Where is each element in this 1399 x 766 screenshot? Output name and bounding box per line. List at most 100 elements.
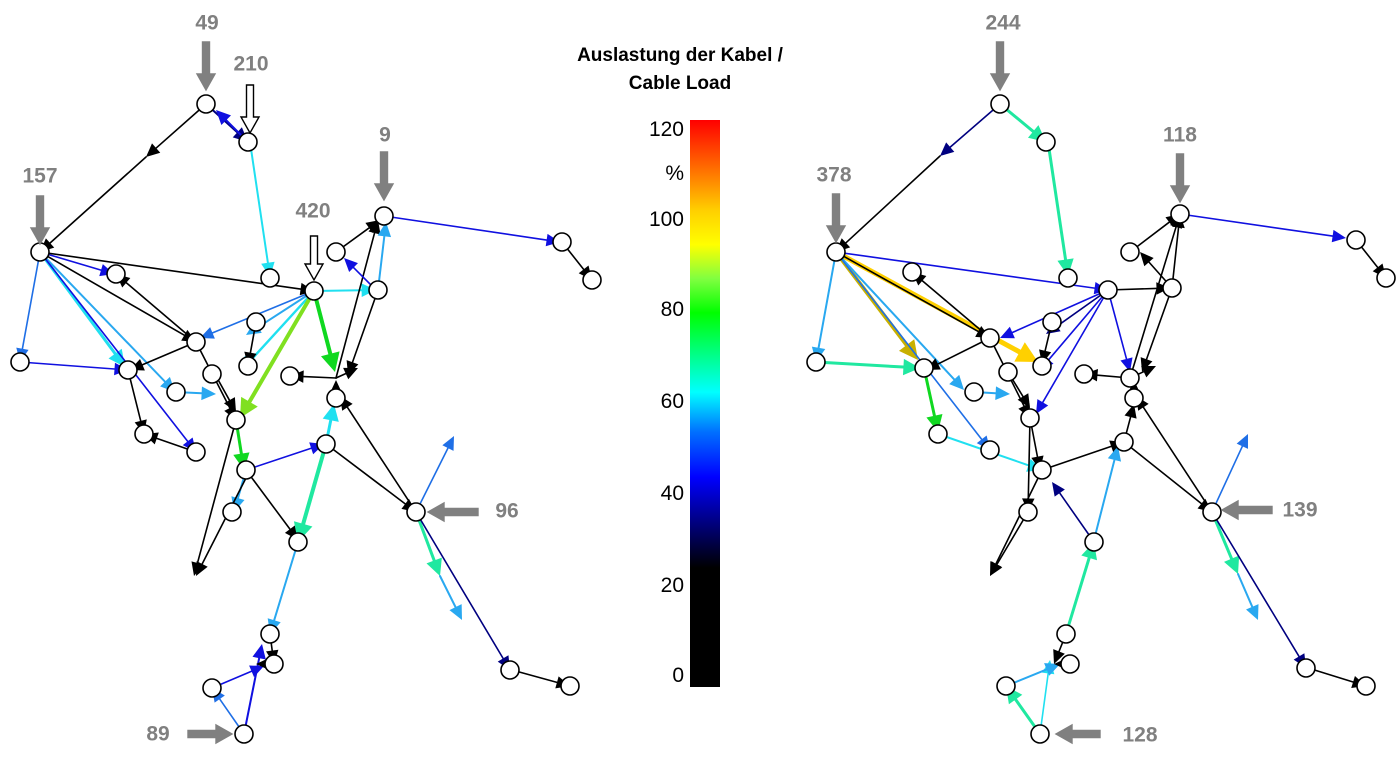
cable-right-21	[1041, 289, 1109, 404]
cable-left-24	[312, 289, 333, 356]
cable-left-47	[346, 406, 417, 513]
cable-left-8	[39, 251, 302, 290]
node-right-28	[1202, 502, 1222, 522]
node-right-32	[1060, 654, 1080, 674]
node-right-19	[1084, 532, 1104, 552]
node-left-3	[10, 352, 30, 372]
cable-arrowhead-left-48	[442, 436, 454, 451]
node-right-8	[928, 424, 948, 444]
cable-right-28	[1041, 445, 1113, 471]
cable-arrowhead-left-19	[200, 327, 215, 339]
node-right-12	[1162, 278, 1182, 298]
feed-value-left-6: 89	[146, 723, 169, 746]
node-left-11	[304, 281, 324, 301]
cable-arrowhead-right-18	[1000, 326, 1015, 339]
node-left-28	[500, 660, 520, 680]
feed-value-left-0: 49	[195, 12, 218, 35]
node-left-1	[238, 132, 258, 152]
cable-arrowhead-left-32	[196, 561, 208, 576]
feed-value-left-1: 210	[233, 53, 268, 76]
cable-arrowhead-left-23	[240, 396, 258, 418]
node-left-2	[30, 242, 50, 262]
cable-left-50	[439, 575, 457, 609]
cable-left-51	[415, 511, 504, 660]
node-right-27	[1376, 268, 1396, 288]
node-right-34	[1030, 724, 1050, 744]
cable-arrowhead-left-3	[216, 110, 231, 125]
node-left-19	[288, 532, 308, 552]
node-left-8	[134, 424, 154, 444]
cable-right-33	[1064, 556, 1091, 636]
node-right-15	[998, 362, 1018, 382]
cable-right-49	[1237, 573, 1254, 608]
edges-right	[811, 102, 1386, 736]
node-right-7	[964, 382, 984, 402]
cable-arrowhead-right-0	[940, 142, 955, 156]
node-left-9	[186, 442, 206, 462]
cable-arrowhead-left-40	[346, 360, 359, 375]
cable-left-21	[249, 289, 316, 362]
node-left-5	[118, 360, 138, 380]
node-left-21	[326, 388, 346, 408]
cable-left-10	[39, 251, 167, 383]
node-right-5	[914, 358, 934, 378]
cable-arrowhead-right-55	[1053, 649, 1065, 664]
feed-arrow-left-5	[426, 501, 479, 523]
cable-left-5	[21, 251, 41, 350]
node-right-25	[1170, 204, 1190, 224]
feed-arrow-right-2	[1169, 153, 1191, 204]
cable-left-39	[335, 232, 376, 379]
cable-arrowhead-left-50	[449, 604, 462, 620]
cable-right-31	[1058, 492, 1095, 543]
node-left-22	[280, 366, 300, 386]
cable-right-53	[1039, 672, 1049, 735]
cable-arrowhead-right-7	[1014, 342, 1038, 362]
feed-value-left-4: 420	[295, 200, 330, 223]
node-left-26	[582, 270, 602, 290]
node-right-13	[1042, 312, 1062, 332]
node-right-17	[1032, 460, 1052, 480]
node-left-18	[222, 502, 242, 522]
node-left-23	[326, 242, 346, 262]
node-right-22	[1074, 364, 1094, 384]
node-left-20	[316, 434, 336, 454]
cable-right-3	[1046, 140, 1068, 262]
cable-arrowhead-right-32	[1107, 446, 1122, 462]
cable-right-5	[814, 360, 905, 369]
cable-right-10	[835, 251, 983, 441]
node-right-11	[1098, 280, 1118, 300]
feed-value-right-1: 378	[816, 164, 851, 187]
legend-title-line2: Cable Load	[628, 73, 732, 94]
legend-tick-60: 60	[660, 390, 684, 413]
node-left-12	[368, 280, 388, 300]
cable-right-0	[949, 103, 1001, 148]
cable-right-6	[835, 251, 1096, 289]
node-right-4	[902, 262, 922, 282]
cable-arrowhead-right-21	[1036, 399, 1049, 414]
node-left-0	[196, 94, 216, 114]
feed-arrow-right-1	[825, 193, 847, 244]
cable-left-0	[155, 103, 207, 149]
cable-arrowhead-left-24	[320, 351, 340, 372]
node-left-6	[186, 332, 206, 352]
legend-title-line1: Auslastung der Kabel /	[577, 45, 783, 66]
legend-tick-0: 0	[672, 664, 684, 687]
node-left-10	[260, 268, 280, 288]
node-left-7	[166, 382, 186, 402]
cable-left-12	[39, 251, 186, 337]
feed-value-right-0: 244	[985, 12, 1020, 35]
cable-right-47	[1211, 445, 1244, 513]
feed-value-left-3: 9	[379, 124, 391, 147]
cable-left-11	[39, 251, 189, 443]
node-right-1	[1036, 132, 1056, 152]
cable-right-4	[817, 251, 837, 349]
nodes-right	[806, 94, 1396, 744]
legend-tick-40: 40	[660, 482, 684, 505]
cable-arrowhead-left-49	[426, 557, 442, 576]
cable-right-39	[1145, 287, 1173, 361]
cable-left-1	[49, 156, 147, 244]
cable-right-11	[835, 251, 979, 333]
node-right-18	[1018, 502, 1038, 522]
node-left-27	[406, 502, 426, 522]
cable-arrowhead-right-3	[1057, 258, 1074, 276]
